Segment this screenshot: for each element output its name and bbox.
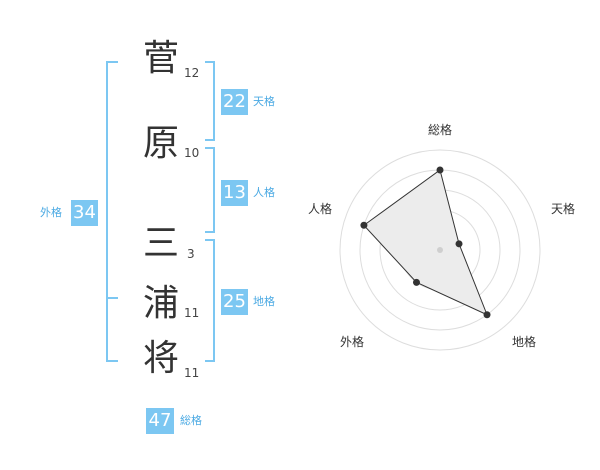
radar-axis-label-jinkaku: 人格 (308, 201, 332, 216)
radar-point-2 (455, 240, 463, 248)
radar-axis-label-chikaku: 地格 (512, 334, 536, 349)
radar-point-5 (360, 221, 368, 229)
name-char-2: 原 (142, 123, 179, 164)
name-char-5: 将 (142, 338, 179, 379)
stroke-count-4: 11 (184, 306, 200, 320)
name-char-1: 菅 (142, 38, 179, 79)
gaikaku-value: 34 (71, 200, 98, 226)
radar-axis-label-gaikaku: 外格 (340, 334, 364, 349)
stroke-count-5: 11 (184, 366, 200, 380)
gaikaku-bracket (106, 61, 118, 362)
radar-center-dot (437, 247, 443, 253)
chikaku-value: 25 (221, 289, 248, 315)
tenkaku-bracket (205, 61, 215, 141)
soukaku-value: 47 (146, 408, 174, 434)
name-char-4: 浦 (142, 283, 179, 324)
jinkaku-bracket (205, 147, 215, 233)
gaikaku-bracket-tick (106, 297, 118, 299)
name-char-3: 三 (142, 223, 179, 264)
radar-series-area (363, 169, 488, 316)
chikaku-bracket (205, 239, 215, 362)
radar-point-3 (483, 311, 491, 319)
stroke-count-2: 10 (184, 146, 200, 160)
soukaku-label: 総格 (180, 414, 202, 427)
jinkaku-value: 13 (221, 180, 248, 206)
radar-axis-label-tenkaku: 天格 (551, 201, 575, 216)
tenkaku-label: 天格 (253, 95, 275, 108)
tenkaku-value: 22 (221, 89, 248, 115)
stroke-count-3: 3 (187, 247, 195, 261)
radar-ring-5 (339, 149, 541, 351)
jinkaku-label: 人格 (253, 186, 275, 199)
radar-point-4 (412, 278, 420, 286)
radar-axis-label-soukaku: 総格 (428, 122, 452, 137)
radar-point-1 (436, 166, 444, 174)
gaikaku-label: 外格 (40, 206, 62, 219)
stroke-count-1: 12 (184, 66, 200, 80)
chikaku-label: 地格 (253, 295, 275, 308)
